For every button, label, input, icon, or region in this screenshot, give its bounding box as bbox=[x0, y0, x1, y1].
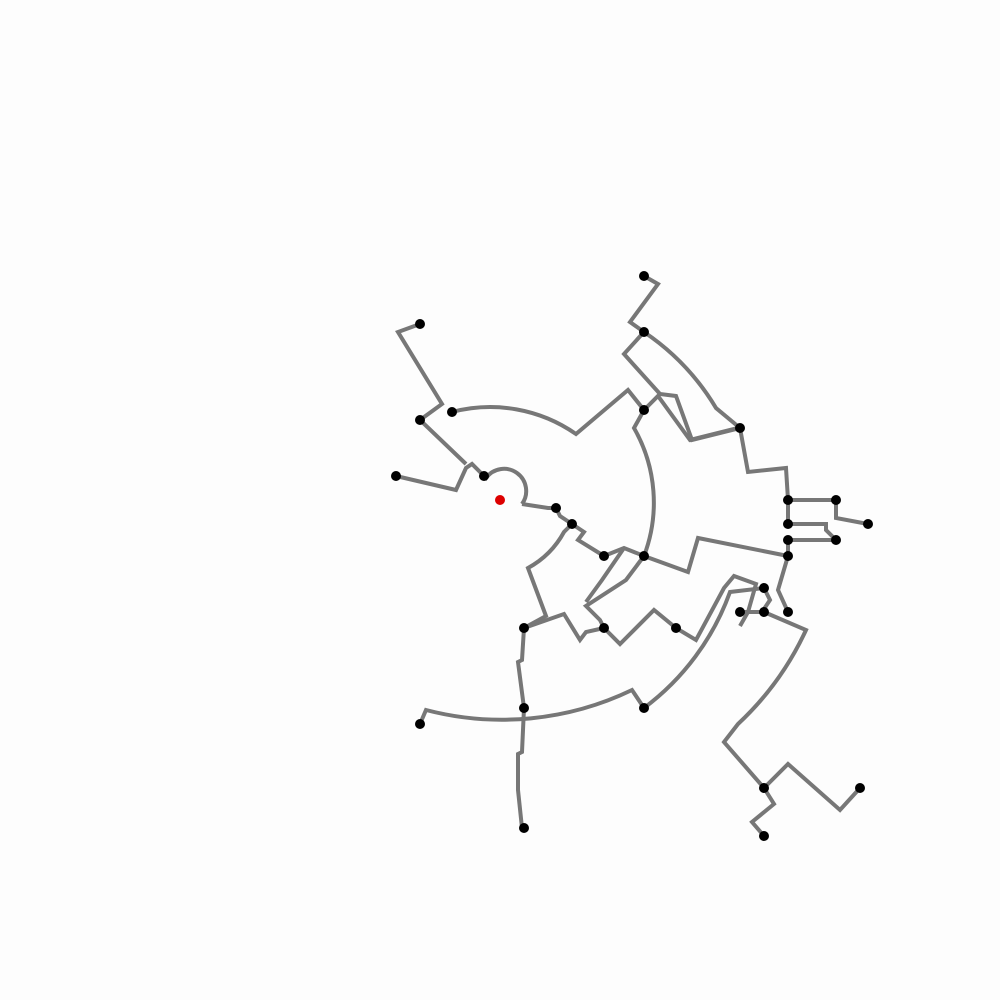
tree-node bbox=[551, 503, 561, 513]
tree-node bbox=[759, 831, 769, 841]
tree-node bbox=[519, 623, 529, 633]
edge-sw-3 bbox=[516, 707, 526, 829]
edge-right-3 bbox=[775, 555, 790, 613]
tree-node bbox=[447, 407, 457, 417]
edge-east-to-644 bbox=[603, 535, 789, 575]
edge-south-arc-2 bbox=[642, 586, 765, 710]
edges bbox=[395, 274, 869, 838]
nodes bbox=[391, 271, 873, 841]
tree-node bbox=[391, 471, 401, 481]
tree-node bbox=[759, 583, 769, 593]
tree-node bbox=[415, 415, 425, 425]
edge-right-4 bbox=[740, 587, 773, 614]
tree-node bbox=[599, 623, 609, 633]
tree-node bbox=[639, 271, 649, 281]
tree-node bbox=[415, 319, 425, 329]
tree-node bbox=[735, 607, 745, 617]
tree-node bbox=[831, 495, 841, 505]
edge-south-arc bbox=[418, 687, 646, 725]
edge-hub-east bbox=[521, 502, 606, 558]
edge-nw-1 bbox=[395, 461, 486, 493]
tree-node bbox=[519, 823, 529, 833]
edge-nw-2 bbox=[395, 322, 468, 466]
edge-se-mid-1 bbox=[582, 554, 759, 647]
tree-node bbox=[863, 519, 873, 529]
tree-node bbox=[639, 703, 649, 713]
tree-node bbox=[599, 551, 609, 561]
tree-node bbox=[671, 623, 681, 633]
edge-north-arc-outer bbox=[642, 330, 742, 430]
tree-node bbox=[783, 519, 793, 529]
edge-hub-arc bbox=[482, 466, 529, 506]
tree-node bbox=[567, 519, 577, 529]
edge-north-arc-2 bbox=[631, 409, 656, 557]
tree-node bbox=[735, 423, 745, 433]
tree-node bbox=[519, 703, 529, 713]
tree-node bbox=[639, 551, 649, 561]
tree-node bbox=[639, 405, 649, 415]
tree-node bbox=[855, 783, 865, 793]
tree-node bbox=[783, 551, 793, 561]
edge-right-1 bbox=[788, 498, 869, 526]
edge-north-arc bbox=[451, 387, 739, 443]
edge-north-top bbox=[627, 274, 661, 334]
edge-lr-1 bbox=[721, 610, 809, 790]
tree-node bbox=[479, 471, 489, 481]
root-node bbox=[495, 495, 505, 505]
edge-lr-2 bbox=[762, 761, 862, 813]
edge-north-arc-3 bbox=[621, 330, 790, 501]
edge-sw-1 bbox=[523, 611, 605, 644]
tree-node bbox=[759, 607, 769, 617]
tree-node bbox=[415, 719, 425, 729]
edge-se-mid-2 bbox=[584, 546, 626, 604]
tree-node bbox=[759, 783, 769, 793]
tree-node bbox=[783, 495, 793, 505]
edge-sw-arc bbox=[523, 522, 574, 630]
tree-node bbox=[639, 327, 649, 337]
edge-right-2 bbox=[786, 500, 841, 556]
edge-lr-3 bbox=[749, 786, 777, 838]
tree-node bbox=[831, 535, 841, 545]
tree-node bbox=[783, 535, 793, 545]
tree-node bbox=[783, 607, 793, 617]
edge-sw-2 bbox=[515, 627, 526, 709]
